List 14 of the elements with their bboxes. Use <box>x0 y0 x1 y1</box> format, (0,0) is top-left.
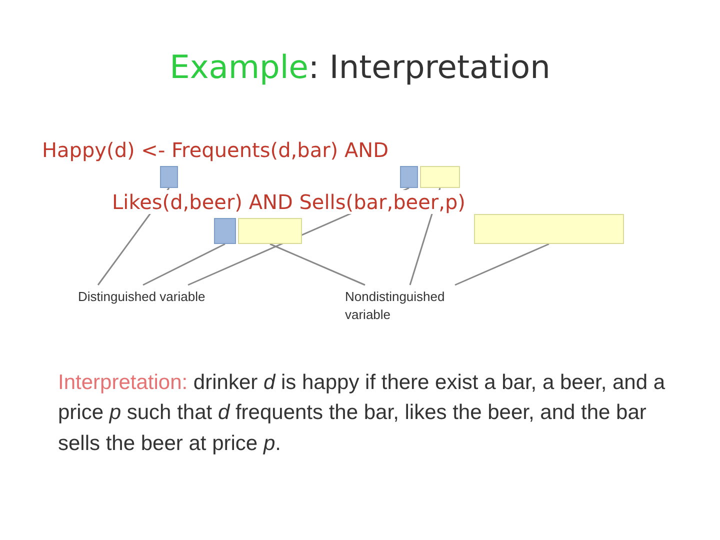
highlight-box <box>400 166 418 188</box>
interpretation-paragraph: Interpretation: drinker d is happy if there exist a bar, a beer, and a price p such that d frequents the bar, likes the beer, and the bar sells the beer at price p. <box>58 370 666 457</box>
leader-line <box>270 243 366 286</box>
highlight-box <box>214 218 236 244</box>
highlight-box <box>420 166 460 188</box>
highlight-box <box>238 218 302 244</box>
slide-title: Example: Interpretation <box>168 48 552 86</box>
variable-label: Distinguished variable <box>78 288 218 306</box>
rule-text: Likes(d,beer) AND Sells(bar,beer,p) <box>112 190 466 214</box>
highlight-box <box>474 214 624 244</box>
highlight-box <box>160 166 178 188</box>
variable-label: Nondistinguished variable <box>345 288 485 324</box>
leader-line <box>454 243 550 286</box>
leader-line <box>142 243 226 286</box>
